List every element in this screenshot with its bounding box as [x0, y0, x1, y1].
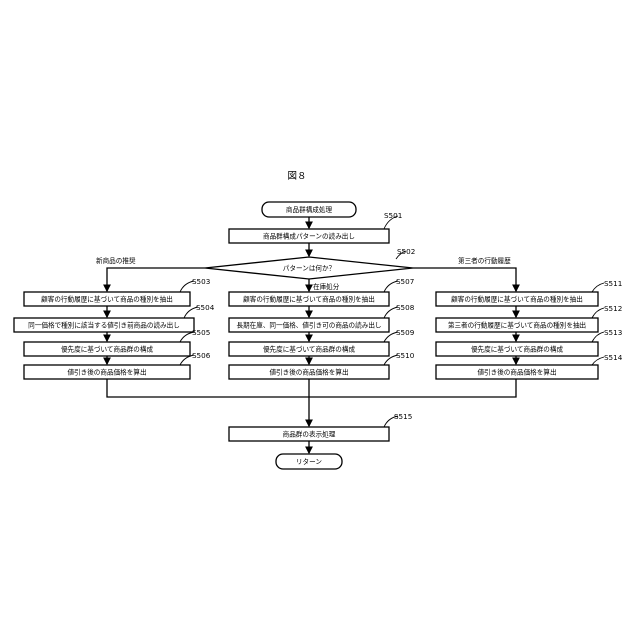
step-s501: S501 [384, 211, 402, 220]
step-s504: S504 [196, 303, 215, 312]
step-s512: S512 [604, 304, 622, 313]
start-label: 商品群構成処理 [286, 205, 333, 214]
step-s515: S515 [394, 412, 412, 421]
step-s502: S502 [397, 247, 415, 256]
middle-step-2-text: 長期在庫、同一価格、値引き可の商品の読み出し [236, 321, 381, 330]
step-s511: S511 [604, 279, 622, 288]
right-step-1-text: 顧客の行動履歴に基づいて商品の種別を抽出 [451, 295, 583, 304]
left-step-4-text: 値引き後の商品価格を算出 [67, 368, 146, 377]
middle-step-1-text: 顧客の行動履歴に基づいて商品の種別を抽出 [243, 295, 375, 304]
branch-label-new-product: 新商品の推奨 [96, 256, 136, 265]
middle-step-4-text: 値引き後の商品価格を算出 [269, 368, 348, 377]
right-step-3-text: 優先度に基づいて商品群の構成 [471, 345, 564, 354]
end-label: リターン [296, 457, 322, 466]
right-step-4-text: 値引き後の商品価格を算出 [477, 368, 556, 377]
left-step-3-text: 優先度に基づいて商品群の構成 [61, 345, 154, 354]
step-s503: S503 [192, 277, 210, 286]
step-s513: S513 [604, 328, 622, 337]
middle-step-3-text: 優先度に基づいて商品群の構成 [263, 345, 356, 354]
load-pattern-text: 商品群構成パターンの読み出し [263, 232, 355, 241]
step-s514: S514 [604, 353, 623, 362]
step-s506: S506 [192, 351, 211, 360]
branch-label-stock-clearance: 在庫処分 [313, 282, 340, 291]
step-s508: S508 [396, 303, 415, 312]
step-s509: S509 [396, 328, 415, 337]
left-step-1-text: 顧客の行動履歴に基づいて商品の種別を抽出 [41, 295, 173, 304]
figure-title: 図８ [287, 171, 306, 182]
step-s507: S507 [396, 277, 414, 286]
step-s510: S510 [396, 351, 415, 360]
step-s505: S505 [192, 328, 210, 337]
left-step-2-text: 同一価格で種別に該当する値引き前商品の読み出し [28, 321, 180, 330]
branch-label-third-party: 第三者の行動履歴 [458, 256, 511, 265]
display-text: 商品群の表示処理 [283, 430, 336, 439]
decision-text: パターンは何か？ [283, 264, 335, 273]
right-step-2-text: 第三者の行動履歴に基づいて商品の種別を抽出 [448, 321, 586, 330]
